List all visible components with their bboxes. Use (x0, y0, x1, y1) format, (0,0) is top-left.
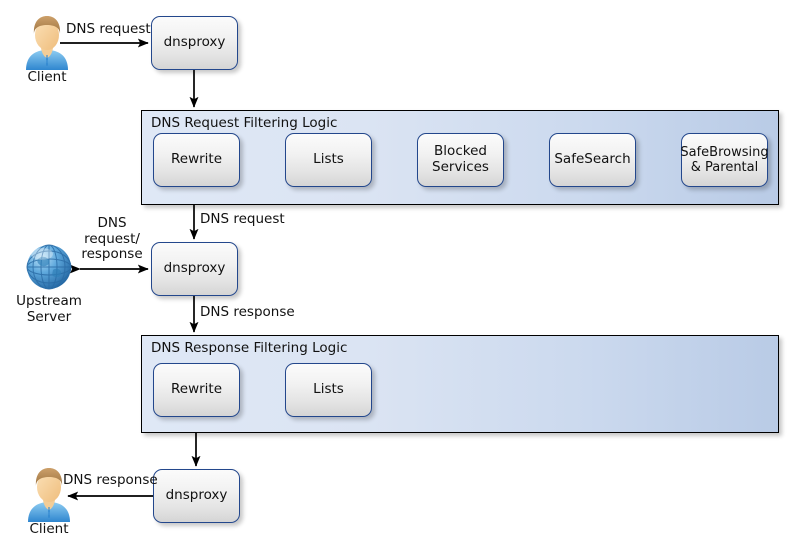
request-stage-safesearch[interactable]: SafeSearch (549, 133, 636, 187)
client-top-label: Client (27, 69, 67, 85)
person-icon (26, 16, 68, 70)
response-stage-lists[interactable]: Lists (285, 363, 372, 417)
client-bottom-label: Client (29, 521, 69, 537)
dns-request-filtering-title: DNS Request Filtering Logic (151, 115, 338, 131)
request-stage-blocked-services[interactable]: Blocked Services (417, 133, 504, 187)
edge-label-client-to-proxy: DNS request (66, 21, 151, 37)
dns-response-filtering-group: DNS Response Filtering Logic (141, 335, 779, 433)
edge-label-proxy-to-response-filter: DNS response (200, 304, 295, 320)
dnsproxy-bottom-node[interactable]: dnsproxy (153, 469, 240, 523)
edge-label-upstream-exchange: DNS request/ response (81, 215, 143, 263)
response-stage-rewrite[interactable]: Rewrite (153, 363, 240, 417)
edge-label-proxy-to-request-filter: DNS request (200, 211, 285, 227)
dnsproxy-middle-node[interactable]: dnsproxy (151, 242, 238, 296)
person-icon (28, 468, 70, 522)
request-stage-safebrowsing-parental[interactable]: SafeBrowsing & Parental (680, 133, 769, 187)
request-stage-lists[interactable]: Lists (285, 133, 372, 187)
dns-response-filtering-title: DNS Response Filtering Logic (151, 340, 348, 356)
request-stage-rewrite[interactable]: Rewrite (153, 133, 240, 187)
globe-icon (26, 244, 72, 290)
edge-label-proxy-to-client: DNS response (63, 472, 158, 488)
dnsproxy-top-node[interactable]: dnsproxy (151, 16, 238, 70)
upstream-server-label: Upstream Server (16, 293, 82, 325)
